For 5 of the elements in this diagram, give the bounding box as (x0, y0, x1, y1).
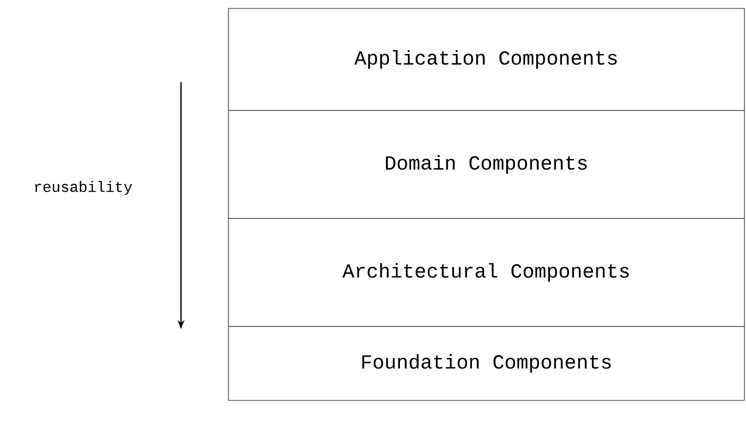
layer-box: Foundation Components (228, 326, 745, 401)
layer-box: Application Components (228, 8, 745, 111)
layer-box: Domain Components (228, 110, 745, 219)
layer-box: Architectural Components (228, 218, 745, 327)
axis-label: reusability (35, 181, 132, 195)
